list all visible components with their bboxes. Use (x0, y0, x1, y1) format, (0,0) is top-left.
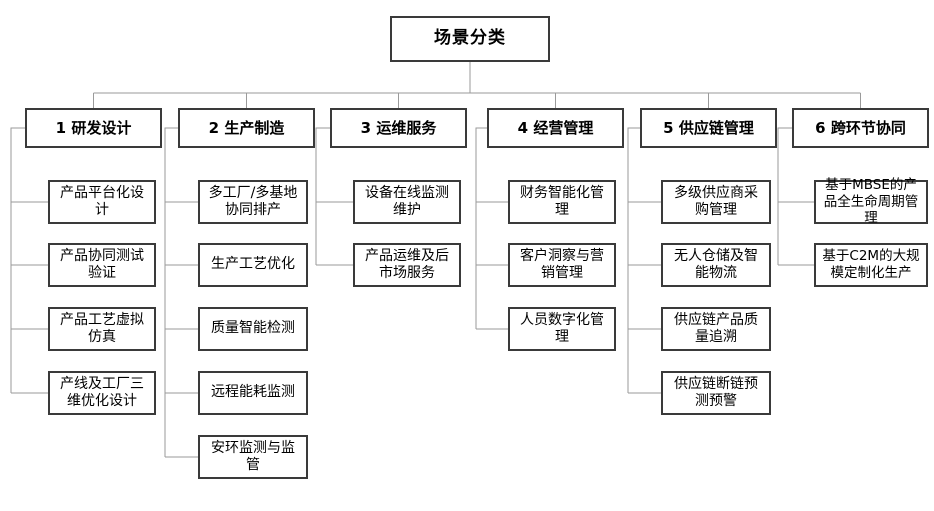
leaf-node-4-1: 财务智能化管理 (508, 180, 616, 224)
category-node-2: 2 生产制造 (178, 108, 315, 148)
leaf-node-4-2: 客户洞察与营销管理 (508, 243, 616, 287)
category-node-6: 6 跨环节协同 (792, 108, 929, 148)
leaf-node-3-1: 设备在线监测维护 (353, 180, 461, 224)
connector-spine-cat1 (10, 127, 48, 394)
connector-spine-cat5 (627, 127, 661, 394)
connector-spine-cat3 (315, 127, 353, 266)
leaf-node-6-1: 基于MBSE的产品全生命周期管理 (814, 177, 928, 226)
connector-spine-cat6 (777, 127, 814, 266)
leaf-node-2-4: 远程能耗监测 (198, 371, 308, 415)
leaf-node-5-1: 多级供应商采购管理 (661, 180, 771, 224)
connector-spine-cat2 (164, 127, 198, 458)
category-node-5: 5 供应链管理 (640, 108, 777, 148)
root-node: 场景分类 (390, 16, 550, 62)
leaf-node-2-2: 生产工艺优化 (198, 243, 308, 287)
leaf-node-1-3: 产品工艺虚拟仿真 (48, 307, 156, 351)
leaf-node-5-4: 供应链断链预测预警 (661, 371, 771, 415)
leaf-node-2-5: 安环监测与监管 (198, 435, 308, 479)
category-node-3: 3 运维服务 (330, 108, 467, 148)
leaf-node-2-1: 多工厂/多基地协同排产 (198, 180, 308, 224)
leaf-node-2-3: 质量智能检测 (198, 307, 308, 351)
leaf-node-1-1: 产品平台化设计 (48, 180, 156, 224)
category-node-1: 1 研发设计 (25, 108, 162, 148)
leaf-node-6-2: 基于C2M的大规模定制化生产 (814, 243, 928, 287)
connector-spine-cat4 (475, 127, 508, 330)
leaf-node-4-3: 人员数字化管理 (508, 307, 616, 351)
leaf-node-5-3: 供应链产品质量追溯 (661, 307, 771, 351)
leaf-node-1-4: 产线及工厂三维优化设计 (48, 371, 156, 415)
category-node-4: 4 经营管理 (487, 108, 624, 148)
leaf-node-5-2: 无人仓储及智能物流 (661, 243, 771, 287)
leaf-node-3-2: 产品运维及后市场服务 (353, 243, 461, 287)
leaf-node-1-2: 产品协同测试验证 (48, 243, 156, 287)
